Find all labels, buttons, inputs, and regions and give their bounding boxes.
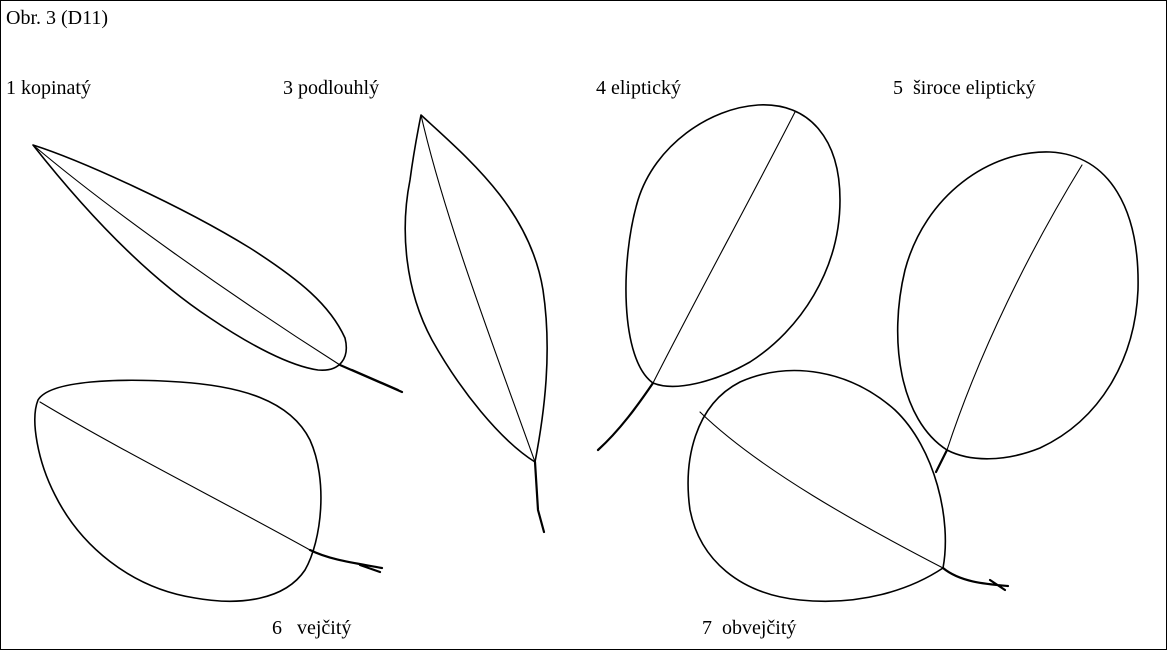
leaf-kopinaty-drawing bbox=[33, 145, 402, 392]
leaf-elipticky-midrib bbox=[653, 112, 795, 383]
leaf-siroce-elipticky-stalk bbox=[936, 450, 947, 472]
leaf-kopinaty-outline bbox=[33, 145, 346, 370]
leaf-vejcity-outline bbox=[35, 380, 321, 601]
leaf-podlouhly-midrib bbox=[421, 115, 535, 462]
leaf-vejcity-drawing bbox=[35, 380, 382, 601]
leaf-obvejcity-outline bbox=[688, 371, 945, 602]
leaf-kopinaty-stalk bbox=[340, 365, 402, 392]
leaf-podlouhly-stalk bbox=[535, 462, 544, 532]
leaf-elipticky-stalk bbox=[598, 383, 653, 450]
leaf-podlouhly-drawing bbox=[405, 115, 547, 532]
leaf-kopinaty-midrib bbox=[33, 145, 340, 365]
leaf-elipticky-outline bbox=[626, 105, 840, 386]
leaf-obvejcity-midrib bbox=[700, 412, 943, 568]
leaf-elipticky-drawing bbox=[598, 105, 840, 450]
leaf-obvejcity-stalk bbox=[943, 568, 1008, 590]
leaf-siroce-elipticky-midrib bbox=[947, 165, 1082, 450]
leaf-siroce-elipticky-outline bbox=[898, 152, 1138, 459]
leaf-vejcity-midrib bbox=[40, 402, 310, 550]
leaf-siroce-elipticky-drawing bbox=[898, 152, 1138, 472]
leaf-vejcity-stalk bbox=[310, 550, 382, 572]
leaf-podlouhly-outline bbox=[405, 115, 547, 462]
leaf-obvejcity-drawing bbox=[688, 371, 1008, 602]
